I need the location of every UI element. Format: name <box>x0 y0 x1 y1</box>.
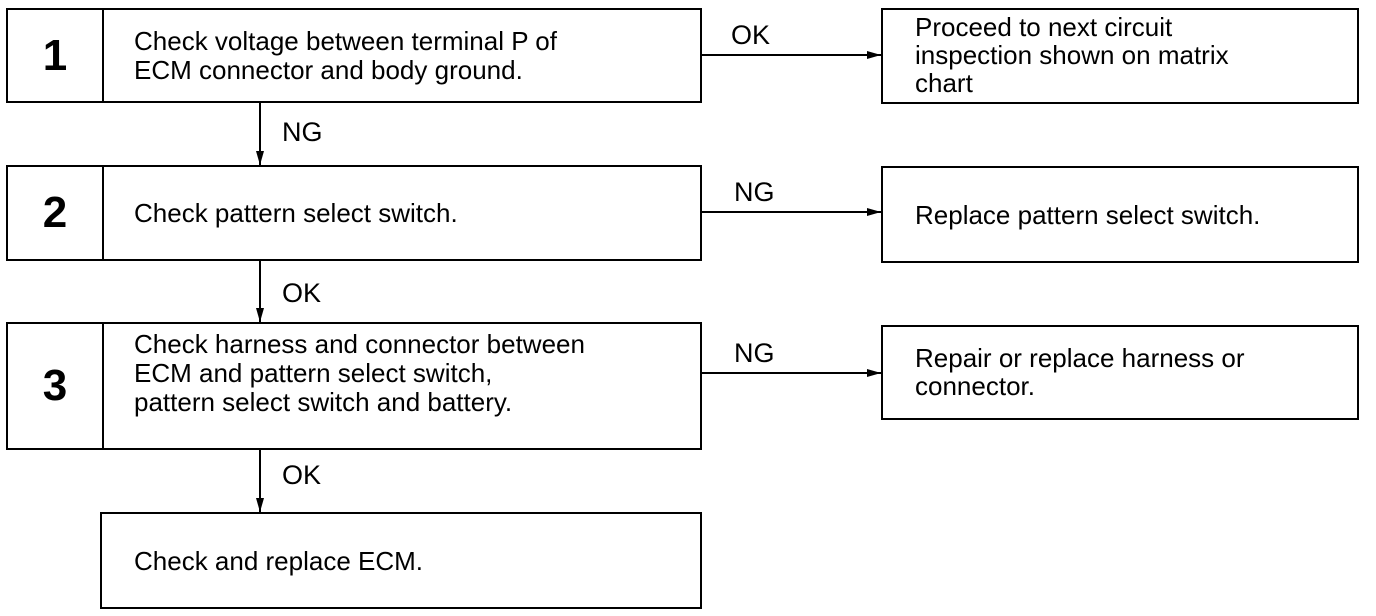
down-label-2: OK <box>282 278 322 308</box>
result-2-box: Replace pattern select switch. <box>881 166 1359 263</box>
step-1-box: 1 Check voltage between terminal P of EC… <box>6 8 702 103</box>
step-2-box: 2 Check pattern select switch. <box>6 165 702 261</box>
result-2-line-1: Replace pattern select switch. <box>915 199 1261 230</box>
step-3-line-2: ECM and pattern select switch, <box>134 358 493 388</box>
step-2-number: 2 <box>8 167 104 259</box>
result-1-line-1: Proceed to next circuit <box>915 12 1173 42</box>
result-1-line-2: inspection shown on matrix <box>915 40 1229 70</box>
down-label-1: NG <box>282 117 323 147</box>
result-1-line-3: chart <box>915 68 973 98</box>
step-3-text: Check harness and connector between ECM … <box>104 324 700 448</box>
side-label-1: OK <box>731 20 771 50</box>
final-box-line-1: Check and replace ECM. <box>134 545 424 576</box>
down-label-3: OK <box>282 460 322 490</box>
step-2-text: Check pattern select switch. <box>104 167 700 259</box>
step-2-line-1: Check pattern select switch. <box>134 197 458 228</box>
side-label-2: NG <box>734 177 775 207</box>
step-3-box: 3 Check harness and connector between EC… <box>6 322 702 450</box>
step-1-text: Check voltage between terminal P of ECM … <box>104 10 700 101</box>
step-1-line-2: ECM connector and body ground. <box>134 54 523 85</box>
result-1-box: Proceed to next circuit inspection shown… <box>881 8 1359 104</box>
side-label-3: NG <box>734 338 775 368</box>
result-3-box: Repair or replace harness or connector. <box>881 325 1359 420</box>
step-1-line-1: Check voltage between terminal P of <box>134 25 557 56</box>
result-3-line-1: Repair or replace harness or <box>915 343 1245 373</box>
step-3-line-1: Check harness and connector between <box>134 329 585 359</box>
step-3-line-3: pattern select switch and battery. <box>134 387 513 417</box>
step-1-number: 1 <box>8 10 104 101</box>
step-3-number: 3 <box>8 324 104 448</box>
result-3-line-2: connector. <box>915 371 1035 401</box>
final-box: Check and replace ECM. <box>100 512 702 609</box>
